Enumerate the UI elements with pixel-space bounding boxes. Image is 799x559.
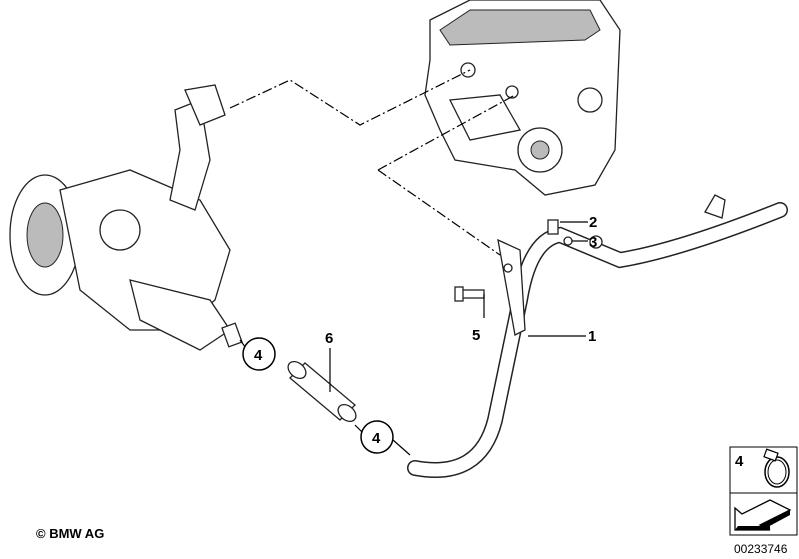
callout-2: 2 [589, 214, 597, 231]
bolt-5 [454, 286, 485, 302]
callout-1: 1 [588, 328, 596, 345]
callout-4a: 4 [254, 347, 263, 364]
document-number: 00233746 [734, 542, 788, 556]
callout-4b: 4 [372, 430, 381, 447]
leader-line-lower [377, 94, 516, 256]
hose-clamp-icon [763, 448, 790, 488]
water-pump [9, 84, 243, 351]
engine-block [424, 0, 621, 196]
washer-3 [563, 236, 573, 246]
legend-clamp-number: 4 [735, 453, 744, 470]
coolant-pipe [407, 194, 788, 478]
hose-6 [287, 360, 357, 423]
callout-6: 6 [325, 330, 333, 347]
direction-arrow-icon [734, 499, 792, 531]
callout-circle-4b [360, 420, 394, 454]
callout-3: 3 [589, 234, 597, 251]
callout-circle-4a [242, 337, 276, 371]
bolt-2 [547, 219, 559, 235]
legend-box: 4 [729, 446, 798, 536]
callout-5: 5 [472, 327, 480, 344]
copyright-text: © BMW AG [36, 526, 105, 541]
